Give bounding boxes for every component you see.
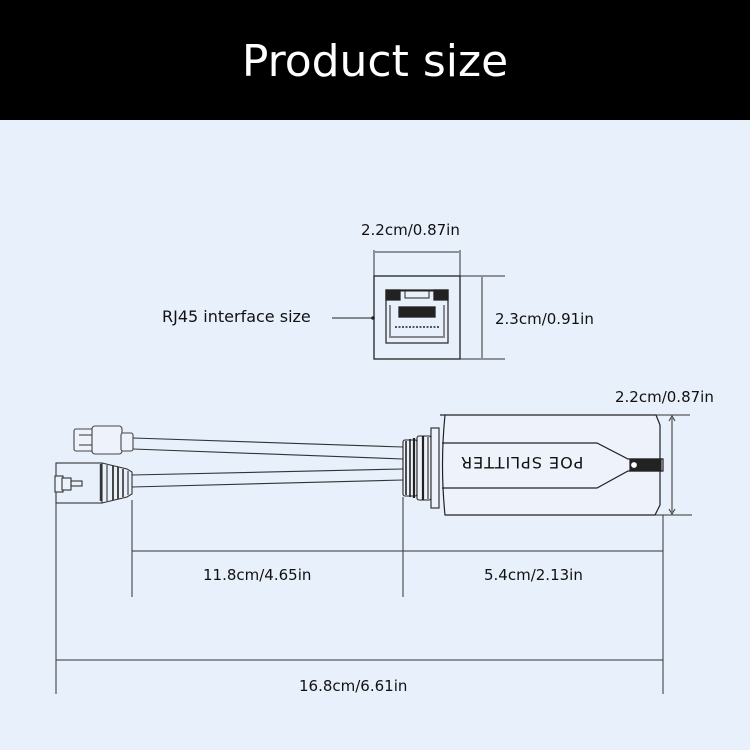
- rj45-height-label: 2.3cm/0.91in: [495, 310, 594, 328]
- rj45-width-dimension: [373, 250, 505, 360]
- rj45-plug-icon: [54, 462, 133, 504]
- device-height-label: 2.2cm/0.87in: [615, 388, 714, 406]
- cable-length-label: 11.8cm/4.65in: [203, 566, 312, 584]
- rj45-leader-line: [332, 316, 375, 320]
- dimension-diagram: 2.2cm/0.87in 2.3cm/0.91in RJ45 interface…: [0, 120, 750, 750]
- diagram-drawing: [54, 250, 692, 694]
- page-title: Product size: [241, 35, 509, 87]
- header-banner: Product size: [0, 0, 750, 120]
- rj45-port-icon: [373, 275, 461, 360]
- splitter-body: [440, 414, 664, 516]
- rj45-width-label: 2.2cm/0.87in: [361, 221, 460, 239]
- length-dimensions: [55, 497, 664, 694]
- body-length-label: 5.4cm/2.13in: [484, 566, 583, 584]
- rj45-interface-label: RJ45 interface size: [162, 307, 311, 326]
- device-height-dimension: [655, 414, 692, 516]
- device-body-text: POE SPLITTER: [460, 453, 584, 472]
- dc-plug-icon: [73, 425, 134, 455]
- cables: [131, 437, 404, 488]
- cable-gland-icon: [402, 427, 440, 509]
- total-length-label: 16.8cm/6.61in: [299, 677, 408, 695]
